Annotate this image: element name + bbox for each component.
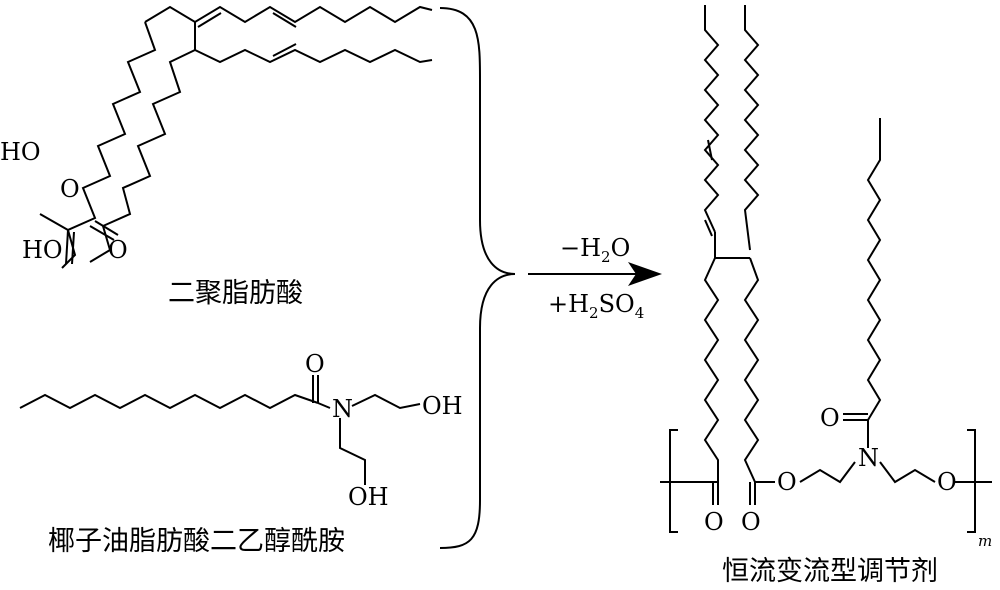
product-amide-o: O: [820, 404, 840, 432]
product-ester-o: O: [777, 468, 797, 496]
repeat-index: m: [978, 532, 992, 550]
product-carbonyl-o-2: O: [741, 508, 761, 536]
rheology-modifier-structure: [660, 5, 992, 533]
reaction-arrow-head: [628, 262, 662, 286]
acid-1-hydroxyl: HO: [0, 138, 41, 166]
product-ether-o: O: [937, 468, 957, 496]
hydroxyl-1: OH: [422, 392, 463, 420]
product-carbonyl-o-1: O: [704, 508, 724, 536]
amide-carbonyl-o: O: [305, 350, 325, 378]
condition-sulfuric-acid: +H2SO4: [548, 290, 644, 322]
product-nitrogen: N: [858, 444, 879, 472]
amide-nitrogen: N: [332, 395, 353, 423]
acid-2-carbonyl-o: O: [108, 236, 128, 264]
diethanolamide-structure: [19, 375, 421, 485]
acid-1-carbonyl-o: O: [60, 175, 80, 203]
dimer-fatty-acid-label: 二聚脂肪酸: [168, 278, 303, 309]
diethanolamide-label: 椰子油脂肪酸二乙醇酰胺: [48, 526, 345, 557]
dimer-fatty-acid-structure: [39, 5, 433, 269]
rheology-modifier-label: 恒流变流型调节剂: [722, 556, 938, 587]
condition-water-loss: −H2O: [560, 234, 630, 266]
reactant-brace: [439, 7, 516, 549]
acid-2-hydroxyl: HO: [22, 236, 63, 264]
hydroxyl-2: OH: [348, 483, 389, 511]
